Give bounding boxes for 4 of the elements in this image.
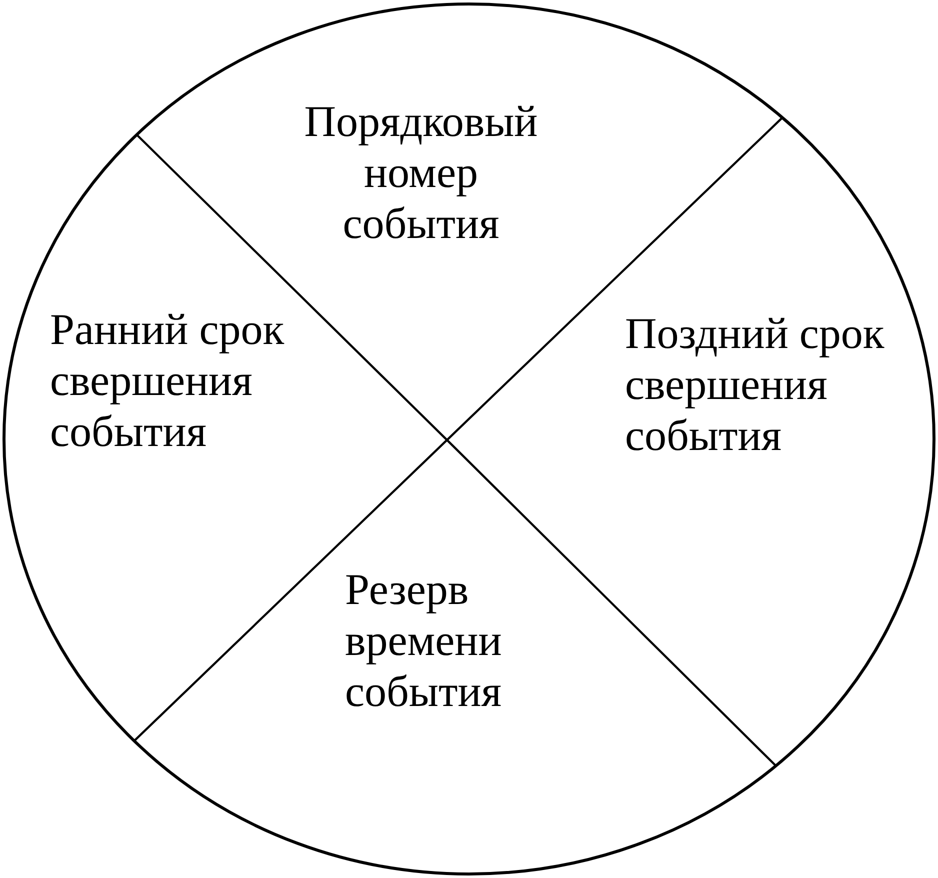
sector-text: Порядковый номер события <box>304 96 538 249</box>
sector-text: Ранний срок свершения события <box>50 304 286 457</box>
sector-text: Поздний срок свершения события <box>625 308 886 461</box>
sector-text: Резерв времени события <box>345 564 503 717</box>
